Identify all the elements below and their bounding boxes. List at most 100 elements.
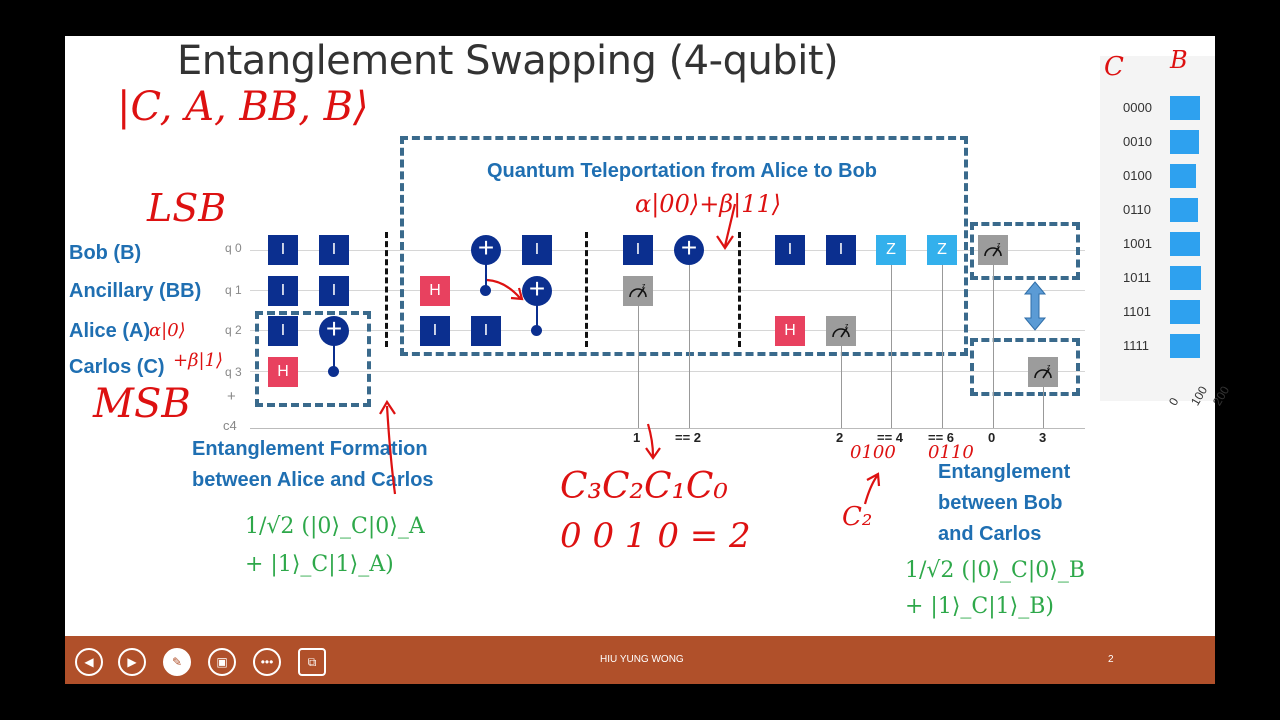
histogram-label: 1001 [1123,236,1152,251]
teleport-title: Quantum Teleportation from Alice to Bob [487,160,877,182]
histogram-bar [1170,232,1200,256]
formula-bc-line2: + |1⟩_C|1⟩_B) [905,594,1054,619]
formation-title-2: between Alice and Carlos [192,469,434,491]
wire-q1 [250,290,1085,291]
formula-ac-line2: + |1⟩_C|1⟩_A) [245,552,394,577]
more-icon[interactable]: ••• [253,648,281,676]
wire-q0 [250,250,1085,251]
gate-i: I [775,235,805,265]
cnot-target: + [471,234,501,265]
ink-binary-1: 0100 [850,442,896,463]
slide: Entanglement Swapping (4-qubit) Bob (B) … [65,36,1232,636]
bc-title-2: between Bob [938,492,1063,514]
bc-title-1: Entanglement [938,461,1071,483]
ink-lsb: LSB [147,186,227,230]
gate-i: I [826,235,856,265]
formation-title-1: Entanglement Formation [192,438,428,460]
ink-cbits-value: 0 0 1 0 = 2 [560,516,751,556]
svg-text:z: z [997,242,1001,249]
qubit-label-carlos: Carlos (C) [69,356,165,378]
histogram-bar [1170,334,1201,358]
histogram-bar [1170,300,1200,324]
wire-q3 [250,371,1085,372]
pen-icon[interactable]: ✎ [163,648,191,676]
histogram-label: 0010 [1123,134,1152,149]
bit-label: 2 [836,430,844,445]
wire-classical [250,428,1085,429]
cnot-control [328,366,339,377]
double-arrow-icon [1023,281,1047,331]
author: HIU YUNG WONG [600,654,684,665]
gate-i: I [319,235,349,265]
gate-i: I [522,235,552,265]
gate-hadamard: H [420,276,450,306]
qubit-label-ancillary: Ancillary (BB) [69,280,202,302]
histogram-label: 0100 [1123,168,1152,183]
slides-icon[interactable]: ▣ [208,648,236,676]
measure-line [638,306,639,428]
histogram-label: 1111 [1123,338,1150,353]
histogram-label: 1011 [1123,270,1151,285]
gate-i: I [268,316,298,346]
register-c4: c4 [223,418,237,433]
bit-label: 1 [633,430,641,445]
teleport-box [400,136,968,356]
formula-ac-line1: 1/√2 (|0⟩_C|0⟩_A [245,514,425,539]
carlos-measure-box [970,338,1080,396]
measure-line [1043,387,1044,428]
bc-title-3: and Carlos [938,523,1042,545]
histogram-label: 1101 [1123,304,1151,319]
wire-q2 [250,330,1085,331]
measure-icon: z [623,276,653,306]
qubit-label-alice: Alice (A) [69,320,151,342]
slide-title: Entanglement Swapping (4-qubit) [177,38,839,84]
ink-msb: MSB [93,381,191,427]
bit-label: 3 [1039,430,1047,445]
cnot-target: + [319,315,349,346]
measure-icon: z [978,235,1008,265]
measure-line [841,346,842,428]
formation-box [255,311,371,407]
ink-hist-b: B [1170,46,1188,74]
histogram-bar [1170,130,1199,154]
qubit-label-bob: Bob (B) [69,242,142,264]
measure-icon: z [826,316,856,346]
gate-z: Z [927,235,957,265]
ink-cbits: C₃C₂C₁C₀ [560,466,728,507]
ink-hist-c: C [1104,52,1124,82]
gate-i: I [471,316,501,346]
histogram-bar [1170,198,1198,222]
ink-alice-state-2: +β|1⟩ [173,350,224,371]
cnot-control [531,325,542,336]
register-q1: q 1 [225,283,242,297]
histogram-label: 0000 [1123,100,1152,115]
ink-alice-state-1: α|0⟩ [149,320,186,341]
presenter-toolbar: ◀ ▶ ✎ ▣ ••• ⧉ HIU YUNG WONG 2 [65,636,1215,684]
measure-line [993,265,994,428]
control-line [689,265,690,428]
svg-text:z: z [1047,364,1051,371]
cnot-target: + [522,275,552,306]
gate-i: I [268,235,298,265]
ink-binary-2: 0110 [928,442,974,463]
register-q3: q 3 [225,365,242,379]
register-q0: q 0 [225,241,242,255]
cnot-line [485,250,487,290]
previous-icon[interactable]: ◀ [75,648,103,676]
bob-measure-box [970,222,1080,280]
cnot-target: + [674,234,704,265]
barrier-3 [738,232,741,347]
cnot-line [333,331,335,371]
next-icon[interactable]: ▶ [118,648,146,676]
page-number: 2 [1108,654,1114,665]
gate-hadamard: H [268,357,298,387]
gate-i: I [319,276,349,306]
bit-label: 0 [988,430,996,445]
gate-i: I [268,276,298,306]
barrier-2 [585,232,588,347]
gate-hadamard: H [775,316,805,346]
bit-label: == 2 [675,430,702,445]
screen-icon[interactable]: ⧉ [298,648,326,676]
ink-arrows [379,203,881,505]
formula-bc-line1: 1/√2 (|0⟩_C|0⟩_B [905,558,1085,583]
